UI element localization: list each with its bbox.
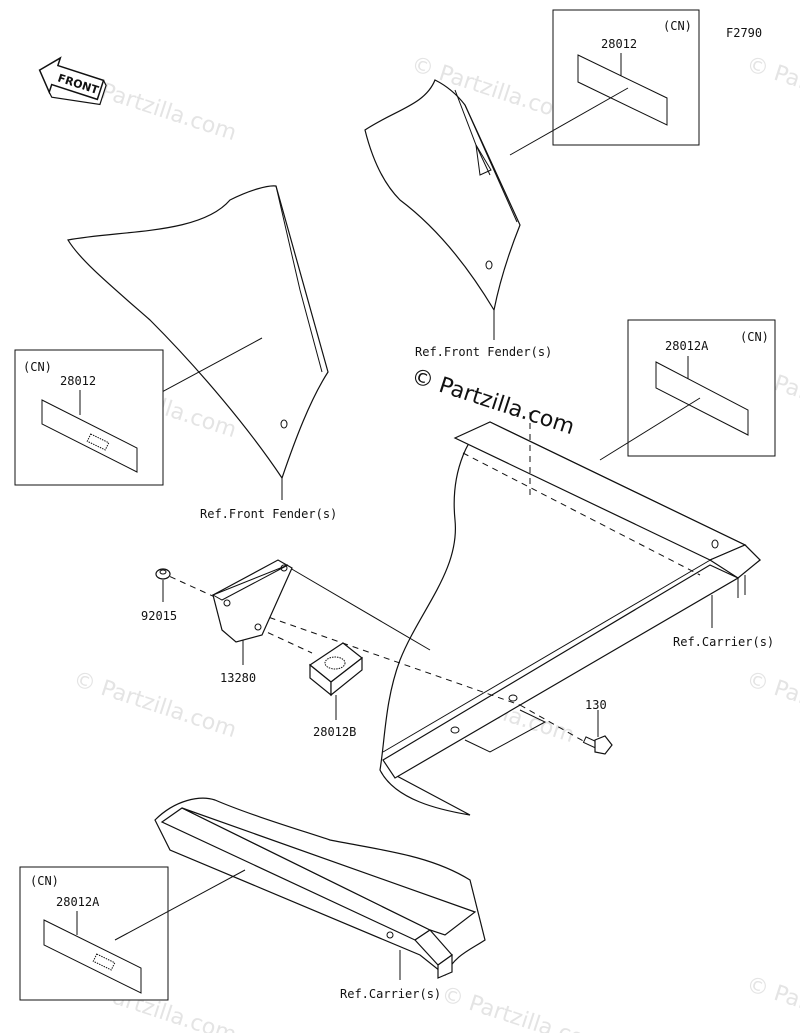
part-130: 130 [585,698,607,712]
front-fender-top [364,79,521,312]
carrier-right [379,412,761,816]
part-28012b: 28012B [313,725,356,739]
region-tag: (CN) [23,360,52,374]
label-sticker-icon [655,361,749,436]
ref-carrier-bottom: Ref.Carrier(s) [340,987,441,1001]
callout-28012-left: (CN) 28012 [14,349,164,486]
region-tag: (CN) [740,330,769,344]
part-13280: 13280 [220,671,256,685]
reflector-icon [308,642,363,697]
carrier-bottom [154,797,486,979]
watermark-text: © Partzilla.com [743,667,800,743]
ref-front-fender-left: Ref.Front Fender(s) [200,507,337,521]
ref-carrier-right: Ref.Carrier(s) [673,635,774,649]
part-number: 28012 [601,37,637,51]
figure-code: F2790 [726,26,762,40]
callout-28012a-bottom: (CN) 28012A [19,866,169,1001]
part-number: 28012 [60,374,96,388]
watermark-text: © Partzilla.com [743,972,800,1033]
front-arrow-icon: FRONT [38,56,107,106]
label-sticker-icon [577,54,668,126]
label-sticker-icon [43,919,142,994]
bracket-icon [211,559,293,643]
bolt-icon [582,735,613,755]
watermark-text: © Partzilla.com [743,52,800,128]
watermark-text: © Partzilla.com [70,667,239,743]
part-number: 28012A [665,339,709,353]
callout-28012a-right: (CN) 28012A [627,319,776,457]
region-tag: (CN) [30,874,59,888]
front-fender-left [67,185,329,480]
region-tag: (CN) [663,19,692,33]
ref-front-fender-top: Ref.Front Fender(s) [415,345,552,359]
nut-icon [155,568,171,580]
part-number: 28012A [56,895,100,909]
watermark-text: © Partzilla.com [438,982,607,1033]
part-92015: 92015 [141,609,177,623]
callout-28012-top: (CN) 28012 [552,9,700,146]
